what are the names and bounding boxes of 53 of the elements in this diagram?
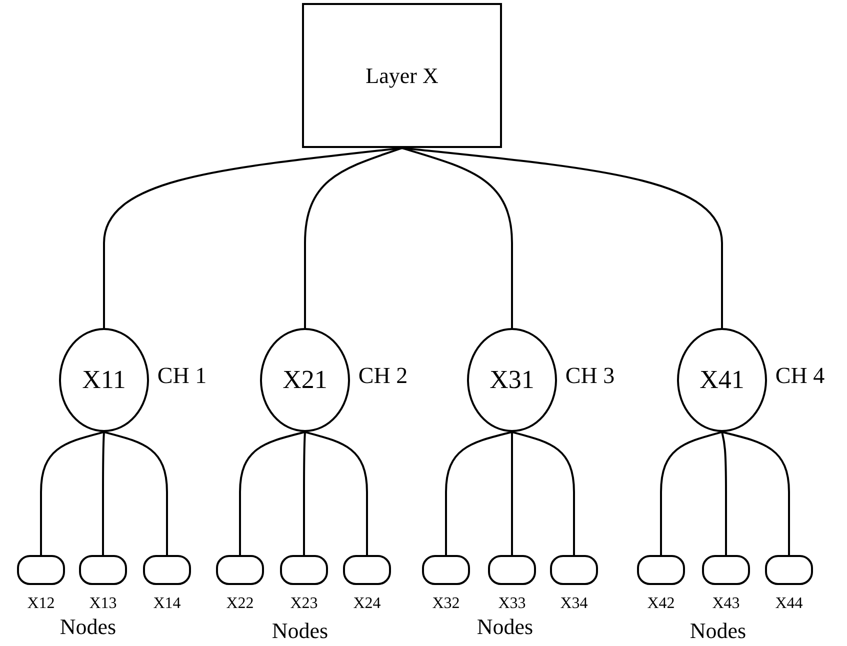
- group-caption: Nodes: [476, 614, 534, 640]
- channel-label: CH 3: [565, 363, 615, 389]
- node-id-label: X14: [153, 595, 181, 613]
- sensor-node-box: [488, 555, 536, 585]
- connector-line: [40, 431, 104, 555]
- connector-line: [722, 431, 790, 555]
- node-id-label: X12: [27, 595, 55, 613]
- channel-label: CH 2: [358, 363, 408, 389]
- sensor-node-box: [280, 555, 328, 585]
- node-label: X41: [700, 365, 744, 395]
- connector-line: [239, 431, 306, 555]
- node-id-label: X44: [775, 595, 803, 613]
- connector-line: [303, 432, 306, 555]
- node-id-label: X34: [560, 595, 588, 613]
- connector-line: [721, 432, 727, 555]
- node-label: X31: [490, 365, 534, 395]
- group-caption: Nodes: [272, 618, 328, 644]
- node-id-label: X24: [353, 595, 381, 613]
- sensor-node-box: [765, 555, 813, 585]
- connector-line: [102, 432, 105, 555]
- node-label: Layer X: [366, 62, 438, 88]
- connector-line: [445, 431, 512, 555]
- node-label: X11: [82, 365, 126, 395]
- sensor-node-box: [702, 555, 750, 585]
- node-label: X21: [282, 365, 328, 395]
- connector-line: [511, 432, 513, 555]
- sensor-node-box: [550, 555, 598, 585]
- sensor-node-box: [637, 555, 685, 585]
- connector-line: [402, 147, 723, 328]
- node-id-label: X23: [290, 595, 318, 613]
- layer-box: [302, 3, 502, 148]
- node-id-label: X33: [498, 595, 526, 613]
- node-id-label: X13: [89, 595, 117, 613]
- connector-line: [304, 431, 368, 555]
- node-id-label: X22: [226, 595, 254, 613]
- node-id-label: X43: [712, 595, 740, 613]
- sensor-node-box: [422, 555, 470, 585]
- connector-line: [512, 431, 575, 555]
- channel-label: CH 4: [775, 363, 825, 389]
- group-caption: Nodes: [60, 614, 116, 640]
- sensor-node-box: [343, 555, 391, 585]
- node-id-label: X42: [647, 595, 675, 613]
- connector-line: [660, 431, 722, 555]
- channel-label: CH 1: [157, 363, 207, 389]
- group-caption: Nodes: [690, 618, 746, 644]
- connector-line: [402, 147, 513, 328]
- connector-line: [304, 147, 402, 328]
- node-id-label: X32: [432, 595, 460, 613]
- sensor-node-box: [216, 555, 264, 585]
- sensor-node-box: [17, 555, 65, 585]
- sensor-node-box: [79, 555, 127, 585]
- connector-line: [104, 431, 168, 555]
- sensor-node-box: [143, 555, 191, 585]
